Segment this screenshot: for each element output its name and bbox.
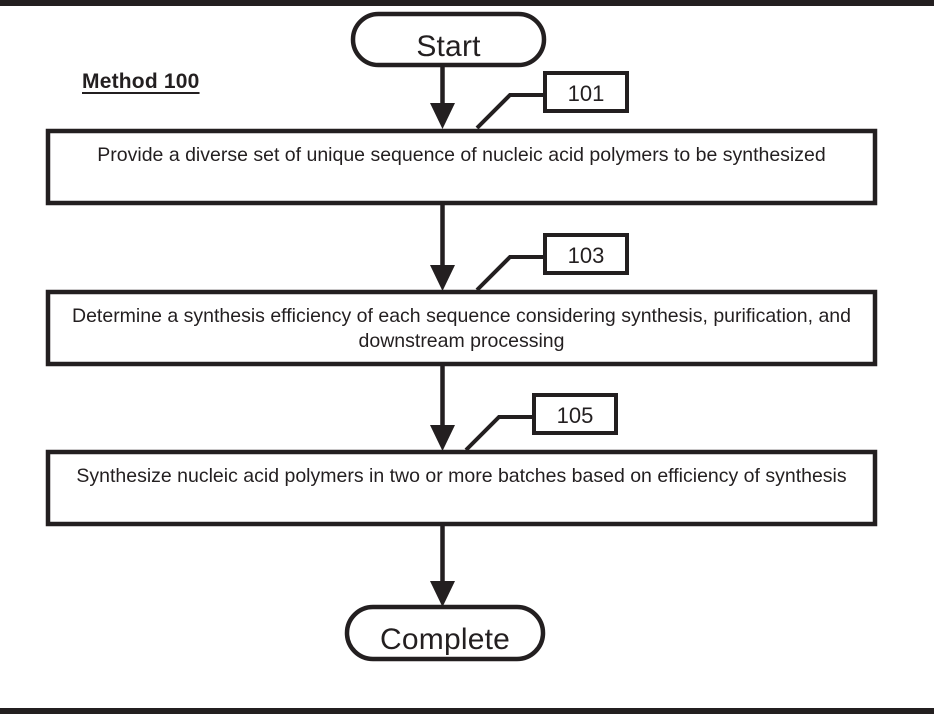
callout-101 <box>475 71 629 130</box>
start-terminator-label: Start <box>416 30 481 63</box>
callout-103 <box>475 233 629 292</box>
callout-105-box <box>532 393 618 435</box>
step-box-105 <box>45 449 878 527</box>
step-105-label: Synthesize nucleic acid polymers in two … <box>76 465 847 487</box>
connector-105-to-complete <box>430 524 455 607</box>
step-box-103 <box>45 289 878 367</box>
complete-terminator-label: Complete <box>380 623 510 656</box>
callout-103-label: 103 <box>567 243 605 268</box>
start-terminator-shape <box>350 11 547 68</box>
complete-terminator-shape <box>344 604 546 662</box>
callout-101-label: 101 <box>567 81 605 106</box>
step-103-label: Determine a synthesis efficiency of each… <box>72 305 851 353</box>
connector-103-to-105 <box>430 364 455 451</box>
step-box-101 <box>45 128 878 206</box>
connector-start-to-101 <box>430 65 455 129</box>
callout-101-box <box>543 71 629 113</box>
connector-101-to-103 <box>430 203 455 291</box>
step-101-label: Provide a diverse set of unique sequence… <box>97 144 826 166</box>
callout-105 <box>464 393 618 452</box>
callout-105-label: 105 <box>556 403 594 428</box>
callout-103-box <box>543 233 629 275</box>
diagram-title-method-100: Method 100 <box>82 70 200 93</box>
page-frame-bottom-border <box>0 708 934 714</box>
page-frame-top-border <box>0 0 934 6</box>
